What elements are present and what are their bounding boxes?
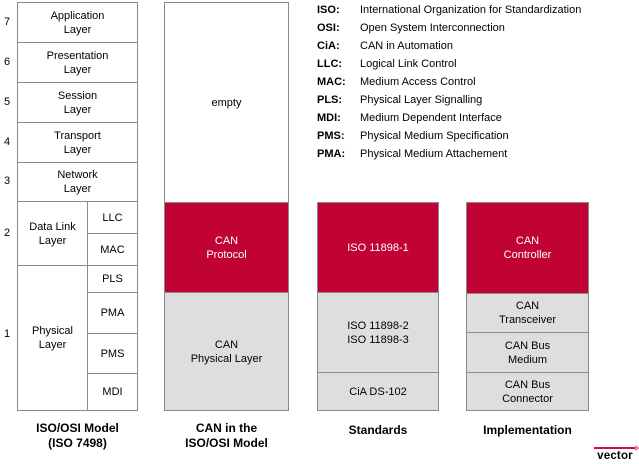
legend-abbr: PLS: <box>317 94 343 106</box>
legend-desc: CAN in Automation <box>360 40 453 52</box>
osi-cell-presentation: Presentation Layer <box>17 42 138 83</box>
osi-subcell-llc: LLC <box>87 201 138 234</box>
osi-layer-number-4: 4 <box>3 136 11 148</box>
impl-can-controller-box: CAN Controller <box>466 202 589 294</box>
legend-desc: Open System Interconnection <box>360 22 505 34</box>
osi-layer-number-6: 6 <box>3 56 11 68</box>
legend-desc: Medium Dependent Interface <box>360 112 502 124</box>
legend-row-pms: PMS: Physical Medium Specification <box>317 127 581 145</box>
impl-can-bus-medium-box: CAN Bus Medium <box>466 332 589 373</box>
legend-row-mdi: MDI: Medium Dependent Interface <box>317 109 581 127</box>
abbreviation-legend: ISO: International Organization for Stand… <box>317 1 581 163</box>
osi-cell-physical: Physical Layer <box>17 265 88 411</box>
osi-cell-transport: Transport Layer <box>17 122 138 163</box>
osi-cell-datalink: Data Link Layer <box>17 201 88 266</box>
legend-desc: Physical Layer Signalling <box>360 94 483 106</box>
caption-osi-model: ISO/OSI Model (ISO 7498) <box>36 421 119 450</box>
legend-desc: Physical Medium Specification <box>360 130 509 142</box>
osi-layer-number-7: 7 <box>3 16 11 28</box>
vector-logo: vector <box>593 445 639 462</box>
can-empty-box: empty <box>164 2 289 203</box>
vector-logo-arrow-icon <box>635 445 639 451</box>
standard-iso11898-2-3-box: ISO 11898-2 ISO 11898-3 <box>317 292 439 373</box>
impl-can-bus-connector-box: CAN Bus Connector <box>466 372 589 411</box>
standard-cia-ds102-box: CiA DS-102 <box>317 372 439 411</box>
legend-abbr: MDI: <box>317 112 341 124</box>
legend-abbr: CiA: <box>317 40 340 52</box>
legend-desc: International Organization for Standardi… <box>360 4 582 16</box>
legend-abbr: MAC: <box>317 76 346 88</box>
can-physical-layer-box: CAN Physical Layer <box>164 292 289 411</box>
osi-cell-network: Network Layer <box>17 162 138 202</box>
osi-subcell-pls: PLS <box>87 265 138 293</box>
legend-row-iso: ISO: International Organization for Stand… <box>317 1 581 19</box>
caption-can-in-osi: CAN in the ISO/OSI Model <box>185 421 268 450</box>
legend-row-llc: LLC: Logical Link Control <box>317 55 581 73</box>
legend-abbr: OSI: <box>317 22 340 34</box>
osi-cell-application: Application Layer <box>17 2 138 43</box>
osi-layer-number-3: 3 <box>3 175 11 187</box>
caption-implementation: Implementation <box>483 423 572 437</box>
osi-subcell-pma: PMA <box>87 292 138 334</box>
legend-row-cia: CiA: CAN in Automation <box>317 37 581 55</box>
legend-row-pls: PLS: Physical Layer Signalling <box>317 91 581 109</box>
legend-abbr: LLC: <box>317 58 343 70</box>
legend-desc: Medium Access Control <box>360 76 476 88</box>
legend-abbr: PMS: <box>317 130 345 142</box>
legend-desc: Logical Link Control <box>360 58 457 70</box>
legend-row-pma: PMA: Physical Medium Attachement <box>317 145 581 163</box>
vector-logo-swoosh <box>594 445 639 451</box>
osi-subcell-mac: MAC <box>87 233 138 266</box>
legend-row-mac: MAC: Medium Access Control <box>317 73 581 91</box>
osi-layer-number-1: 1 <box>3 328 11 340</box>
caption-standards: Standards <box>348 423 408 437</box>
vector-logo-text: vector <box>597 450 633 462</box>
osi-layer-number-5: 5 <box>3 96 11 108</box>
legend-abbr: PMA: <box>317 148 346 160</box>
legend-row-osi: OSI: Open System Interconnection <box>317 19 581 37</box>
legend-desc: Physical Medium Attachement <box>360 148 508 160</box>
legend-abbr: ISO: <box>317 4 340 16</box>
impl-can-transceiver-box: CAN Transceiver <box>466 293 589 333</box>
osi-subcell-mdi: MDI <box>87 373 138 411</box>
osi-cell-session: Session Layer <box>17 82 138 123</box>
osi-layer-number-2: 2 <box>3 227 11 239</box>
osi-subcell-pms: PMS <box>87 333 138 374</box>
can-protocol-box: CAN Protocol <box>164 202 289 293</box>
standard-iso11898-1-box: ISO 11898-1 <box>317 202 439 293</box>
